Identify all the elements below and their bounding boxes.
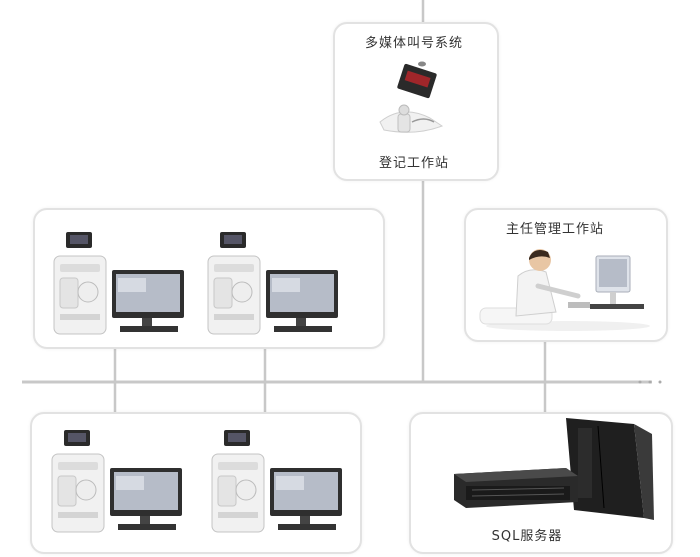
bus-dot <box>648 380 652 384</box>
call-display-icon <box>379 61 444 133</box>
sql-server-label: SQL服务器 <box>491 529 563 544</box>
server-icon <box>454 418 654 520</box>
bus-dot <box>638 380 642 384</box>
registration-station-label: 登记工作站 <box>378 156 450 171</box>
workstation-icon <box>207 232 338 335</box>
admin-station-title: 主任管理工作站 <box>505 222 605 237</box>
call-system-title: 多媒体叫号系统 <box>364 36 464 51</box>
bus-dot <box>658 380 662 384</box>
workstation-icon <box>53 232 184 335</box>
workstation-icon <box>211 430 342 533</box>
workstation-icon <box>51 430 182 533</box>
operator-workstation-icon <box>479 249 650 331</box>
call-system-box <box>333 22 499 181</box>
